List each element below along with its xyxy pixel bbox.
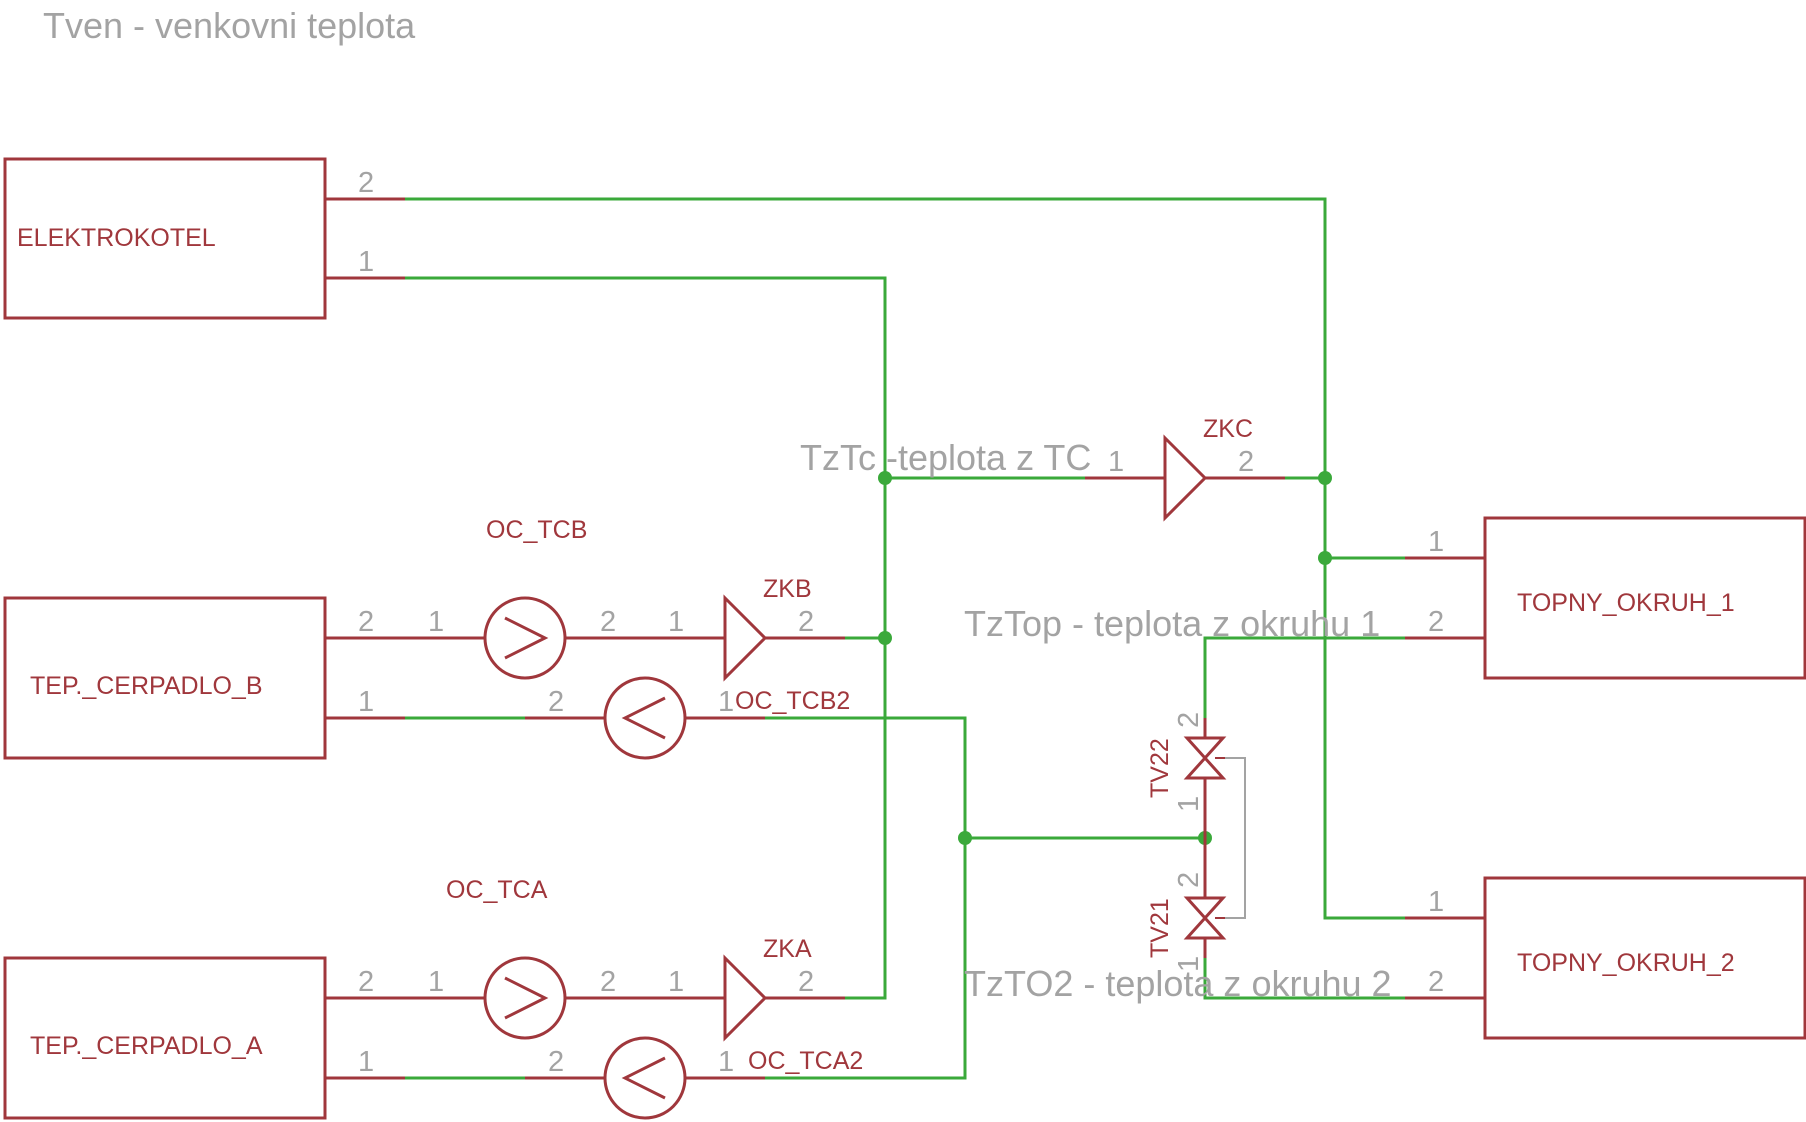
component-label: OC_TCA <box>446 876 548 904</box>
component-label: OC_TCA2 <box>748 1047 863 1075</box>
valve-zka[interactable]: ZKA 1 2 <box>645 935 845 1042</box>
junctions <box>878 471 1332 845</box>
net-return-b <box>685 716 967 1080</box>
pin-label: 2 <box>1238 446 1254 478</box>
note-tztop: TzTop - teplota z okruhu 1 <box>964 603 1380 644</box>
pin-label: 1 <box>718 686 734 718</box>
note-tven: Tven - venkovni teplota <box>43 5 416 46</box>
pin-label: 2 <box>600 606 616 638</box>
component-label: TV21 <box>1146 898 1174 958</box>
junction-dot <box>878 631 892 645</box>
pin-label: 2 <box>798 606 814 638</box>
pin-label: 1 <box>1428 526 1444 558</box>
pin-label: 2 <box>1428 966 1444 998</box>
pin-label: 2 <box>358 606 374 638</box>
block-topny-okruh-2[interactable]: TOPNY_OKRUH_2 1 2 <box>1405 876 1806 1040</box>
pump-oc-tcb2[interactable]: 2 1 OC_TCB2 <box>525 676 850 760</box>
block-label: ELEKTROKOTEL <box>17 224 216 252</box>
junction-dot <box>1318 471 1332 485</box>
block-cerpadlo-a[interactable]: TEP._CERPADLO_A 2 1 <box>3 956 405 1120</box>
net-kotel-2 <box>405 197 1405 920</box>
pump-oc-tca2[interactable]: 2 1 OC_TCA2 <box>525 1036 863 1120</box>
pin-label: 1 <box>668 606 684 638</box>
pin-label: 1 <box>668 966 684 998</box>
note-tzto2: TzTO2 - teplota z okruhu 2 <box>964 963 1392 1004</box>
pin-label: 1 <box>1173 956 1205 972</box>
pin-label: 2 <box>358 966 374 998</box>
component-label: OC_TCB2 <box>735 687 850 715</box>
pin-label: 2 <box>798 966 814 998</box>
valve-tv21[interactable]: TV21 2 1 <box>1146 838 1245 972</box>
pin-label: 1 <box>358 1046 374 1078</box>
block-elektrokotel[interactable]: ELEKTROKOTEL 2 1 <box>3 157 405 320</box>
valve-zkc[interactable]: ZKC 1 2 <box>1085 415 1285 522</box>
valve-tv22[interactable]: TV22 2 1 <box>1146 712 1245 838</box>
block-label: TOPNY_OKRUH_2 <box>1517 949 1735 977</box>
notes: Tven - venkovni teplota TzTc -teplota z … <box>43 5 1392 1004</box>
pin-label: 2 <box>600 966 616 998</box>
pump-oc-tcb[interactable]: OC_TCB 1 2 <box>405 516 645 680</box>
net-okruh2-2 <box>1203 958 1405 1000</box>
pin-label: 1 <box>718 1046 734 1078</box>
pin-label: 1 <box>1173 796 1205 812</box>
block-label: TOPNY_OKRUH_1 <box>1517 589 1735 617</box>
block-label: TEP._CERPADLO_A <box>30 1032 263 1060</box>
block-topny-okruh-1[interactable]: TOPNY_OKRUH_1 1 2 <box>1405 516 1806 680</box>
pin-label: 2 <box>358 167 374 199</box>
pin-label: 2 <box>548 686 564 718</box>
component-label: ZKA <box>763 935 812 963</box>
note-tztc: TzTc -teplota z TC <box>800 437 1091 478</box>
component-label: OC_TCB <box>486 516 587 544</box>
junction-dot <box>1318 551 1332 565</box>
block-label: TEP._CERPADLO_B <box>30 672 263 700</box>
pin-label: 1 <box>358 686 374 718</box>
pin-label: 1 <box>428 606 444 638</box>
pin-label: 1 <box>1428 886 1444 918</box>
pin-label: 1 <box>428 966 444 998</box>
pin-label: 1 <box>358 246 374 278</box>
component-label: ZKB <box>763 575 812 603</box>
valve-zkb[interactable]: ZKB 1 2 <box>645 575 845 682</box>
junction-dot <box>958 831 972 845</box>
pump-oc-tca[interactable]: OC_TCA 1 2 <box>405 876 645 1040</box>
valve-linkage <box>1225 757 1246 919</box>
junction-dot <box>878 471 892 485</box>
pin-label: 2 <box>1173 712 1205 728</box>
block-cerpadlo-b[interactable]: TEP._CERPADLO_B 2 1 <box>3 596 405 760</box>
pin-label: 2 <box>1173 872 1205 888</box>
pin-label: 2 <box>548 1046 564 1078</box>
net-okruh1-2 <box>1203 636 1405 718</box>
pin-label: 2 <box>1428 606 1444 638</box>
component-label: ZKC <box>1203 415 1253 443</box>
component-label: TV22 <box>1146 738 1174 798</box>
pin-label: 1 <box>1108 446 1124 478</box>
